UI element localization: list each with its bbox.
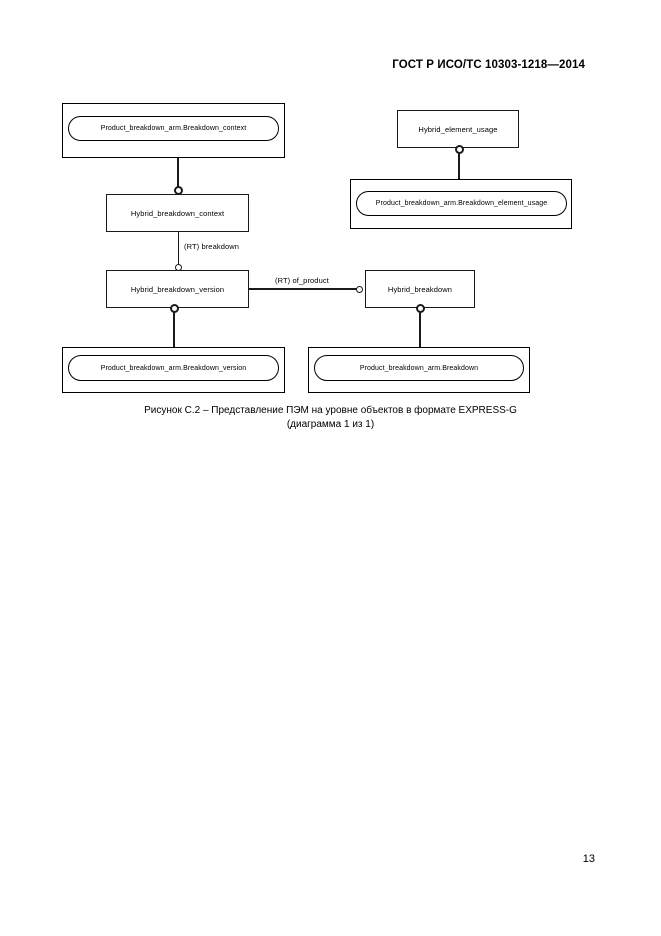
entity-box-label: Hybrid_breakdown xyxy=(387,284,453,294)
page-number: 13 xyxy=(582,853,595,865)
connector-rt-breakdown-line xyxy=(178,232,179,270)
figure-caption: Рисунок С.2 – Представление ПЭМ на уровн… xyxy=(0,404,661,432)
entity-box-hybrid-breakdown[interactable]: Hybrid_breakdown xyxy=(365,270,475,308)
connector-hybrid-breakdown-to-schema-breakdown xyxy=(419,312,422,347)
entity-box-label: Hybrid_element_usage xyxy=(418,124,498,134)
entity-ref-label: Product_breakdown_arm.Breakdown_context xyxy=(100,125,247,132)
connector-rt-of-product-line xyxy=(249,288,362,291)
edge-label-rt-breakdown: (RT) breakdown xyxy=(184,242,240,251)
entity-ref-label: Product_breakdown_arm.Breakdown xyxy=(359,364,479,372)
edge-label-rt-of-product: (RT) of_product xyxy=(275,276,329,285)
entity-box-label: Hybrid_breakdown_context xyxy=(130,208,225,218)
connector-circle-rt-of-product xyxy=(356,285,363,293)
entity-ref-product-breakdown-arm-breakdown-context[interactable]: Product_breakdown_arm.Breakdown_context xyxy=(68,116,279,141)
connector-breakdown-context-to-hybrid-context xyxy=(177,158,180,191)
entity-ref-label: Product_breakdown_arm.Breakdown_element_… xyxy=(375,200,548,207)
entity-ref-product-breakdown-arm-breakdown-element-usage[interactable]: Product_breakdown_arm.Breakdown_element_… xyxy=(356,191,567,216)
connector-hybrid-version-to-schema-version xyxy=(173,312,176,347)
entity-ref-product-breakdown-arm-breakdown-version[interactable]: Product_breakdown_arm.Breakdown_version xyxy=(68,355,279,381)
figure-caption-line-2: (диаграмма 1 из 1) xyxy=(286,419,375,430)
entity-box-hybrid-breakdown-version[interactable]: Hybrid_breakdown_version xyxy=(106,270,249,308)
figure-caption-line-1: Рисунок С.2 – Представление ПЭМ на уровн… xyxy=(144,405,517,416)
page-header-standard-title: ГОСТ Р ИСО/ТС 10303-1218—2014 xyxy=(392,59,585,71)
entity-ref-product-breakdown-arm-breakdown[interactable]: Product_breakdown_arm.Breakdown xyxy=(314,355,524,381)
entity-box-hybrid-breakdown-context[interactable]: Hybrid_breakdown_context xyxy=(106,194,249,232)
connector-element-usage-to-schema-element-usage xyxy=(458,153,461,179)
entity-box-label: Hybrid_breakdown_version xyxy=(130,284,225,294)
entity-box-hybrid-element-usage[interactable]: Hybrid_element_usage xyxy=(397,110,519,148)
express-g-diagram: Product_breakdown_arm.Breakdown_context … xyxy=(0,95,661,415)
entity-ref-label: Product_breakdown_arm.Breakdown_version xyxy=(100,364,247,372)
